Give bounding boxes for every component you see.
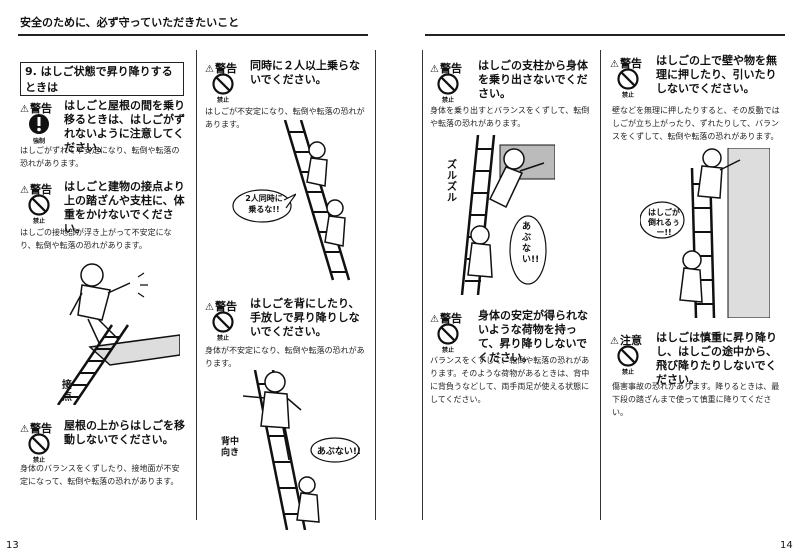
warning-label: ⚠警告	[205, 62, 237, 75]
speech-bubble	[232, 189, 296, 223]
prohibited-icon	[28, 194, 50, 216]
warning-text: はしごと建物の接点より上の踏ざんや支柱に、体重をかけないでください。	[64, 180, 185, 235]
warning-desc: 身体を乗り出すとバランスをくずして、転倒や転落の恐れがあります。	[430, 106, 590, 128]
column-divider	[375, 50, 376, 520]
warning-desc: 身体が不安定になり、転倒や転落の恐れがあります。	[205, 346, 365, 368]
column-divider	[422, 50, 423, 520]
prohibited-label: 禁止	[216, 335, 229, 342]
warning-text: はしごと屋根の間を乗り移るときは、はしごがずれないように注意してください。	[64, 99, 185, 154]
prohibited-label: 禁止	[32, 457, 45, 464]
callout-danger: あぶない!!	[522, 222, 540, 265]
warning-text: はしごの支柱から身体を乗り出さないでください。	[478, 59, 588, 100]
callout-back-facing: 背中向き	[221, 437, 240, 458]
prohibited-icon	[437, 73, 459, 95]
illustration-pushing-wall	[640, 148, 770, 318]
warning-desc: バランスをくずして、転倒や転落の恐れがあります。そのような荷物があるときは、背中…	[430, 356, 590, 404]
warning-label: ⚠警告	[20, 102, 52, 115]
warning-text: 身体の安定が得られないような荷物を持って、昇り降りしないでください。	[478, 309, 588, 364]
prohibited-icon	[28, 433, 50, 455]
prohibited-icon	[617, 68, 639, 90]
warning-desc: 身体のバランスをくずしたり、接地面が不安定になって、転倒や転落の恐れがあります。	[20, 464, 180, 486]
caution-label: ⚠注意	[610, 334, 642, 347]
warning-label: ⚠警告	[205, 300, 237, 313]
callout-danger: あぶない!!	[316, 447, 362, 457]
prohibited-label: 禁止	[621, 92, 634, 99]
illustration-two-people	[283, 120, 351, 281]
prohibited-icon	[617, 345, 639, 367]
prohibited-label: 禁止	[621, 369, 634, 376]
warning-label: ⚠警告	[20, 183, 52, 196]
prohibited-label: 禁止	[441, 347, 454, 354]
warning-desc: はしごの接地部が浮き上がって不安定になり、転倒や転落の恐れがあります。	[20, 228, 172, 250]
page-header-title: 安全のために、必ず守っていただきたいこと	[20, 16, 240, 29]
page-number-left: 13	[6, 540, 19, 551]
warning-text: 屋根の上からはしごを移動しないでください。	[64, 419, 185, 446]
prohibited-label: 禁止	[441, 97, 454, 104]
caution-text: はしごは慎重に昇り降りし、はしごの途中から、飛び降りたりしないでください。	[656, 331, 777, 386]
header-rule-right	[425, 34, 785, 36]
mandatory-label: 強制	[32, 138, 45, 145]
illustration-leaning-out	[460, 135, 555, 295]
warning-label: ⚠警告	[20, 422, 52, 435]
page-number-right: 14	[780, 540, 793, 551]
warning-desc: 壁などを無理に押したりすると、その反動ではしごが立ち上がったり、ずれたりして、バ…	[612, 106, 780, 141]
prohibited-icon	[437, 323, 459, 345]
column-divider	[600, 50, 601, 520]
callout-two-people: 2人同時に乗るな!!	[245, 194, 283, 214]
illustration-roof-ladder	[56, 263, 180, 405]
prohibited-label: 禁止	[32, 218, 45, 225]
prohibited-label: 禁止	[216, 97, 229, 104]
callout-contact: 接点	[62, 380, 72, 403]
prohibited-icon	[212, 311, 234, 333]
mandatory-icon	[29, 114, 49, 134]
prohibited-icon	[212, 73, 234, 95]
column-divider	[196, 50, 197, 520]
warning-label: ⚠警告	[430, 312, 462, 325]
warning-desc: はしごが不安定になり、転倒や転落の恐れがあります。	[205, 107, 365, 129]
warning-text: はしごを背にしたり、手放しで昇り降りしないでください。	[250, 297, 360, 338]
warning-desc: はしごがずれて不安定になり、転倒や転落の恐れがあります。	[20, 146, 180, 168]
section-title: 9. はしご状態で昇り降りするときは	[20, 62, 184, 96]
caution-desc: 傷害事故の恐れがあります。降りるときは、最下段の踏ざんまで使って慎重に降りてくだ…	[612, 382, 780, 417]
callout-slip: ズルズル	[447, 160, 457, 204]
callout-falling: はしごが倒れるぅー!!	[648, 208, 680, 237]
warning-text: 同時に２人以上乗らないでください。	[250, 59, 360, 86]
warning-text: はしごの上で壁や物を無理に押したり、引いたりしないでください。	[656, 54, 777, 95]
warning-label: ⚠警告	[430, 62, 462, 75]
header-rule-left	[18, 34, 368, 36]
warning-label: ⚠警告	[610, 57, 642, 70]
illustration-back-facing	[242, 370, 360, 530]
